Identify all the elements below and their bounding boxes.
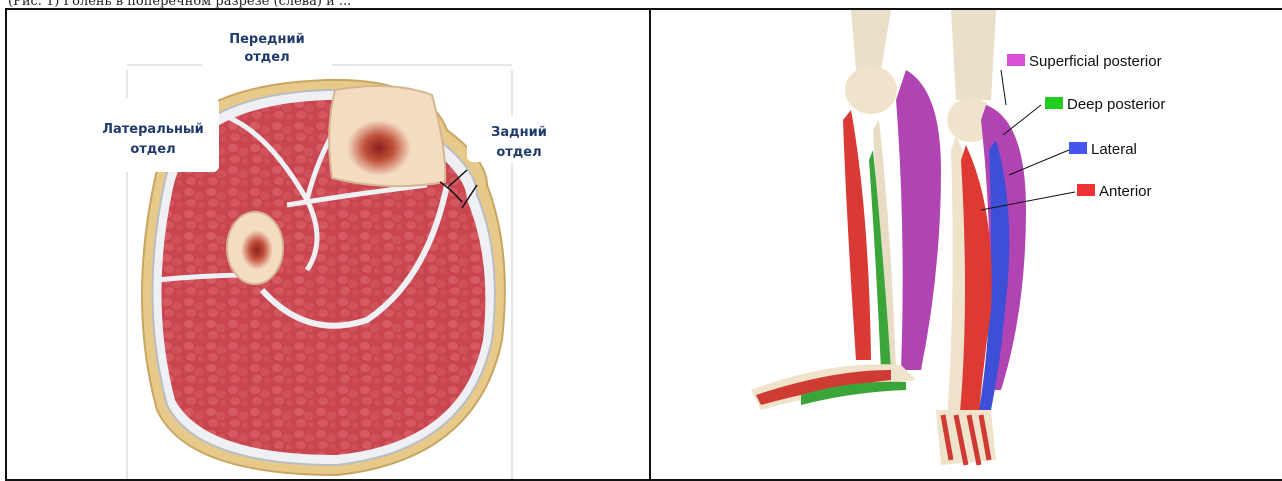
- legend-swatch-superficial-posterior: [1007, 54, 1025, 66]
- anterior-label-line2: отдел: [244, 50, 289, 65]
- legend-label-anterior: Anterior: [1099, 183, 1152, 200]
- legend-label-superficial-posterior: Superficial posterior: [1029, 53, 1162, 70]
- cross-section-diagram: Передний отдел Латеральный отдел Задний …: [7, 10, 651, 481]
- legend: Superficial posterior Deep posterior Lat…: [1007, 53, 1165, 200]
- right-leg: [936, 10, 1026, 465]
- legend-label-deep-posterior: Deep posterior: [1067, 96, 1165, 113]
- lateral-label-line1: Латеральный: [102, 122, 204, 137]
- legend-swatch-lateral: [1069, 142, 1087, 154]
- anterior-label-line1: Передний: [229, 32, 305, 47]
- left-leg: [751, 10, 941, 410]
- lateral-label-line2: отдел: [130, 142, 175, 157]
- cross-section-panel: Передний отдел Латеральный отдел Задний …: [5, 8, 651, 481]
- posterior-label-line1: Задний: [491, 125, 547, 140]
- posterior-label-line2: отдел: [496, 145, 541, 160]
- legend-swatch-anterior: [1077, 184, 1095, 196]
- leg-compartments-panel: Superficial posterior Deep posterior Lat…: [649, 8, 1282, 481]
- legend-swatch-deep-posterior: [1045, 97, 1063, 109]
- leg-muscles-illustration: Superficial posterior Deep posterior Lat…: [651, 10, 1282, 481]
- legend-label-lateral: Lateral: [1091, 141, 1137, 158]
